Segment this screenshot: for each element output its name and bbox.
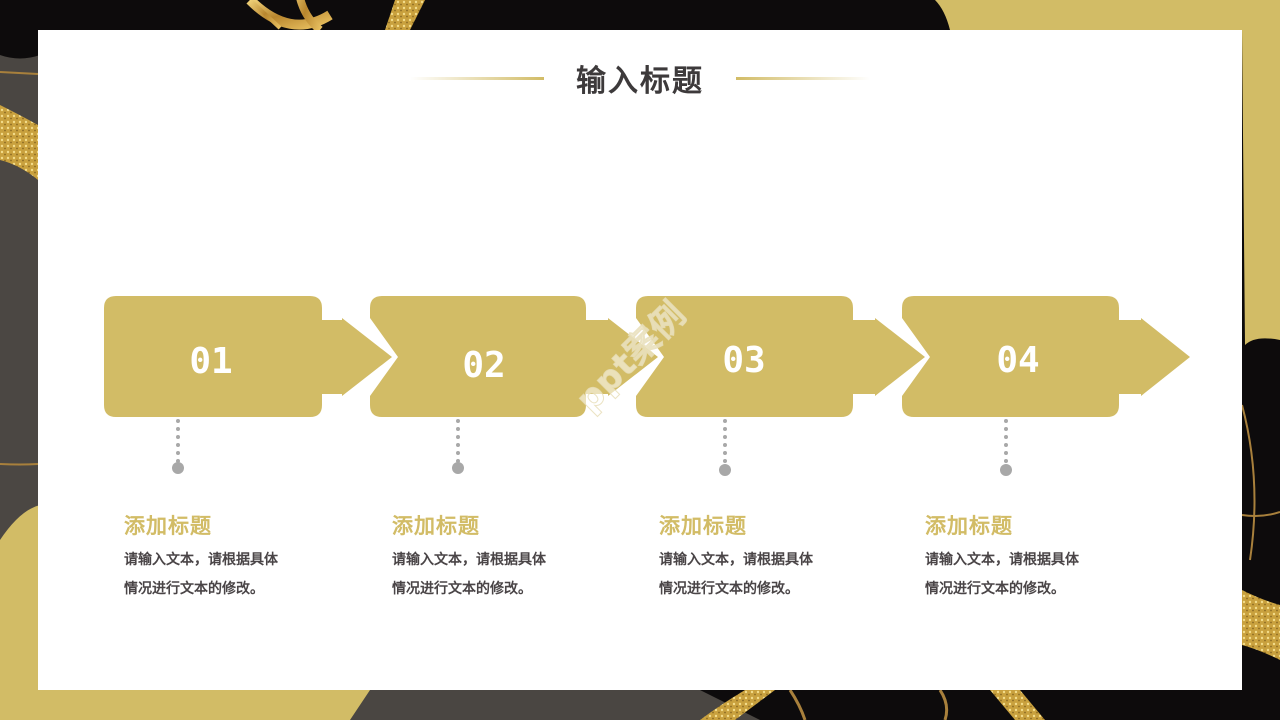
step-desc-4-line2: 情况进行文本的修改。 [925,581,1065,597]
connector-dot-2 [452,462,464,474]
step-title-1: 添加标题 [124,514,212,538]
step-desc-2-line2: 情况进行文本的修改。 [392,581,532,597]
connector-line-2 [456,419,464,463]
connector-line-1 [176,419,184,463]
step-title-3: 添加标题 [659,514,747,538]
step-shape-4 [902,296,1190,417]
step-number-2: 02 [462,345,506,386]
connector-line-4 [1004,419,1012,463]
step-shape-2 [370,296,658,417]
step-number-3: 03 [722,340,766,381]
step-number-1: 01 [189,341,233,382]
step-shape-1 [104,296,392,417]
connector-dot-3 [719,464,731,476]
step-number-4: 04 [996,340,1040,381]
connector-dot-1 [172,462,184,474]
page-title: 输入标题 [576,64,704,99]
step-desc-4-line1: 请输入文本，请根据具体 [925,552,1079,568]
step-desc-1-line2: 情况进行文本的修改。 [124,581,264,597]
step-desc-3-line1: 请输入文本，请根据具体 [659,552,813,568]
step-title-4: 添加标题 [925,514,1013,538]
step-desc-3-line2: 情况进行文本的修改。 [659,581,799,597]
connector-dot-4 [1000,464,1012,476]
step-desc-1-line1: 请输入文本，请根据具体 [124,552,278,568]
step-title-2: 添加标题 [392,514,480,538]
step-shape-3 [636,296,925,417]
connector-line-3 [723,419,731,463]
title-decoration-line-right [736,77,870,80]
title-decoration-line-left [410,77,544,80]
step-desc-2-line1: 请输入文本，请根据具体 [392,552,546,568]
